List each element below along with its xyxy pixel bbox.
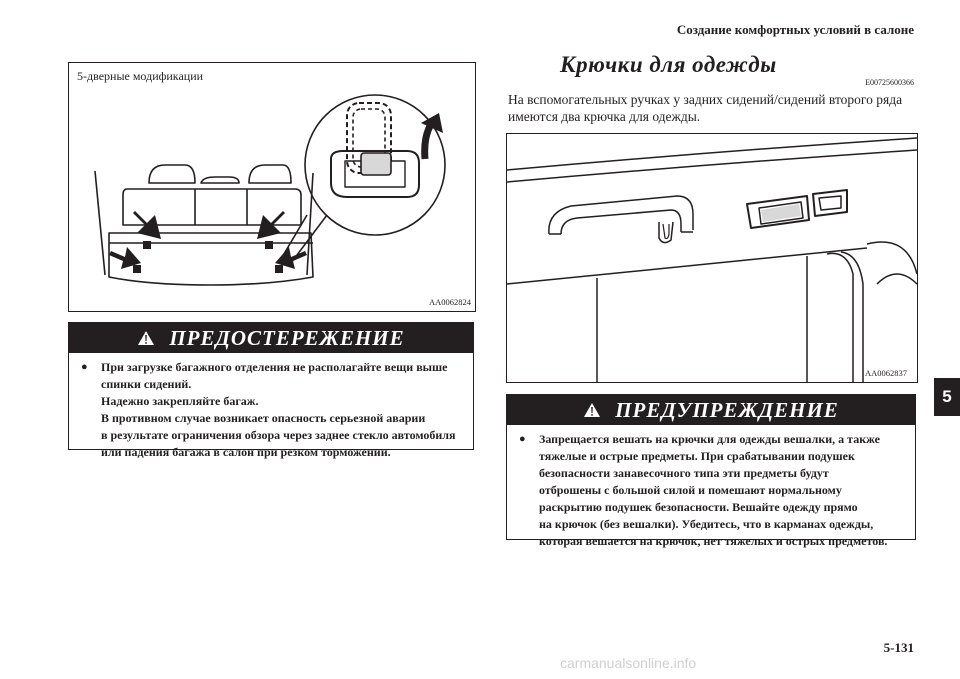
warning-heading: ПРЕДУПРЕЖДЕНИЕ: [615, 397, 839, 422]
figure-caption: 5-дверные модификации: [77, 69, 204, 83]
caution-box: ПРЕДОСТЕРЕЖЕНИЕ ● При загрузке багажного…: [68, 322, 474, 459]
warning-triangle-icon: [138, 331, 155, 345]
caution-item: ● При загрузке багажного отделения не ра…: [81, 359, 463, 461]
caution-line: Надежно закрепляйте багаж.: [101, 394, 259, 408]
section-header: Создание комфортных условий в салоне: [676, 22, 914, 37]
intro-paragraph: На вспомогательных ручках у задних сиден…: [508, 92, 903, 124]
figure-luggage-seats: 5-дверные модификации: [68, 62, 476, 312]
caution-line: спинки сидений.: [101, 377, 192, 391]
hook-illustration: [507, 137, 917, 382]
warning-line: тяжелые и острые предметы. При срабатыва…: [539, 449, 855, 463]
warning-heading-bar: ПРЕДУПРЕЖДЕНИЕ: [507, 395, 915, 425]
seat-loading-illustration: [94, 94, 446, 286]
warning-line: которая вешается на крючок, нет тяжелых …: [539, 534, 888, 548]
page-number: 5-131: [883, 640, 914, 655]
figure-id-right: AA0062837: [865, 368, 908, 378]
figure-id-left: AA0062824: [428, 297, 471, 307]
caution-heading: ПРЕДОСТЕРЕЖЕНИЕ: [169, 325, 405, 350]
watermark: carmanualsonline.info: [560, 655, 697, 671]
warning-text: Запрещается вешать на крючки для одежды …: [539, 431, 887, 550]
warning-line: Запрещается вешать на крючки для одежды …: [539, 432, 880, 446]
warning-box: ПРЕДУПРЕЖДЕНИЕ ● Запрещается вешать на к…: [506, 394, 916, 548]
warning-triangle-icon: [584, 403, 601, 417]
caution-line: В противном случае возникает опасность с…: [101, 411, 426, 425]
bullet-icon: ●: [519, 433, 526, 445]
document-code: E00725600366: [865, 78, 914, 87]
warning-body: ● Запрещается вешать на крючки для одежд…: [507, 425, 915, 556]
caution-line: или падения багажа в салон при резком то…: [101, 445, 391, 459]
caution-body: ● При загрузке багажного отделения не ра…: [69, 353, 473, 467]
warning-item: ● Запрещается вешать на крючки для одежд…: [519, 431, 905, 550]
bullet-icon: ●: [81, 361, 88, 373]
warning-line: безопасности занавесочного типа эти пред…: [539, 466, 829, 480]
figure-clothes-hook: AA0062837: [506, 133, 918, 383]
warning-line: раскрытию подушек безопасности. Вешайте …: [539, 500, 858, 514]
chapter-tab: 5: [934, 378, 960, 416]
warning-line: на крючок (без вешалки). Убедитесь, что …: [539, 517, 874, 531]
caution-line: в результате ограничения обзора через за…: [101, 428, 456, 442]
caution-heading-bar: ПРЕДОСТЕРЕЖЕНИЕ: [69, 323, 473, 353]
warning-line: отброшены с большой силой и помешают нор…: [539, 483, 842, 497]
caution-text: При загрузке багажного отделения не расп…: [101, 359, 456, 461]
caution-line: При загрузке багажного отделения не расп…: [101, 360, 448, 374]
page-title: Крючки для одежды: [560, 52, 777, 77]
